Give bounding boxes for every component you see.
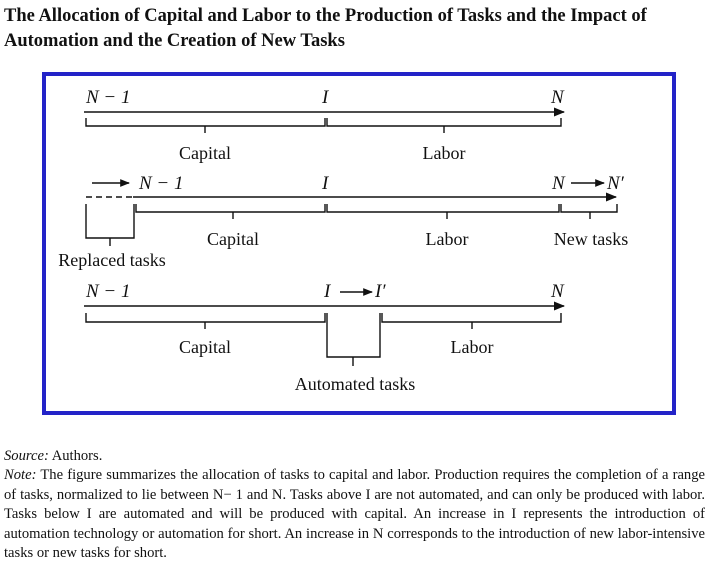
row3-capital-label: Capital: [179, 337, 231, 357]
row2-new-tasks-label: New tasks: [554, 229, 629, 249]
note-line: Note: The figure summarizes the allocati…: [4, 466, 705, 563]
row-automation: N − 1 I I′ N Capital Labor Automated tas…: [84, 281, 566, 394]
row2-labor-brace: [326, 204, 560, 219]
row2-label-left: N − 1: [138, 173, 184, 194]
source-text: Authors.: [51, 448, 103, 464]
source-line: Source: Authors.: [4, 447, 705, 466]
source-label: Source:: [4, 448, 49, 464]
row1-label-mid: I: [321, 87, 330, 108]
row-baseline: N − 1 I N Capital Labor: [84, 87, 566, 163]
note-label: Note:: [4, 467, 37, 484]
row2-new-tasks-brace: [560, 204, 618, 219]
task-allocation-diagram: N − 1 I N Capital Labor N − 1 I N N′ Cap…: [42, 72, 676, 415]
row2-label-right-to: N′: [606, 173, 625, 194]
row2-label-mid: I: [321, 173, 330, 194]
figure-title: The Allocation of Capital and Labor to t…: [4, 6, 647, 51]
row3-automated-brace: [326, 313, 381, 366]
note-text: The figure summarizes the allocation of …: [4, 467, 706, 562]
row3-label-left: N − 1: [85, 281, 131, 302]
figure-notes: Source: Authors. Note: The figure summar…: [4, 447, 705, 563]
row2-replaced-tasks-label: Replaced tasks: [58, 250, 165, 270]
row1-label-left: N − 1: [85, 87, 131, 108]
row1-label-right: N: [550, 87, 565, 108]
row3-label-mid-to: I′: [374, 281, 386, 302]
row2-labor-label: Labor: [426, 229, 469, 249]
row2-capital-label: Capital: [207, 229, 259, 249]
row1-labor-brace: [326, 118, 562, 133]
row-new-tasks: N − 1 I N N′ Capital Labor New tasks Rep…: [58, 173, 628, 270]
row2-replaced-brace: [85, 204, 135, 246]
row3-labor-label: Labor: [451, 337, 494, 357]
row1-capital-brace: [85, 118, 326, 133]
row2-capital-brace: [135, 204, 326, 219]
row1-capital-label: Capital: [179, 143, 231, 163]
row3-labor-brace: [381, 313, 562, 329]
row3-automated-tasks-label: Automated tasks: [295, 374, 415, 394]
diagram-frame: [42, 72, 676, 415]
row2-label-right-from: N: [551, 173, 566, 194]
row3-capital-brace: [85, 313, 326, 329]
row3-label-mid-from: I: [323, 281, 332, 302]
row1-labor-label: Labor: [423, 143, 466, 163]
row3-label-right: N: [550, 281, 565, 302]
